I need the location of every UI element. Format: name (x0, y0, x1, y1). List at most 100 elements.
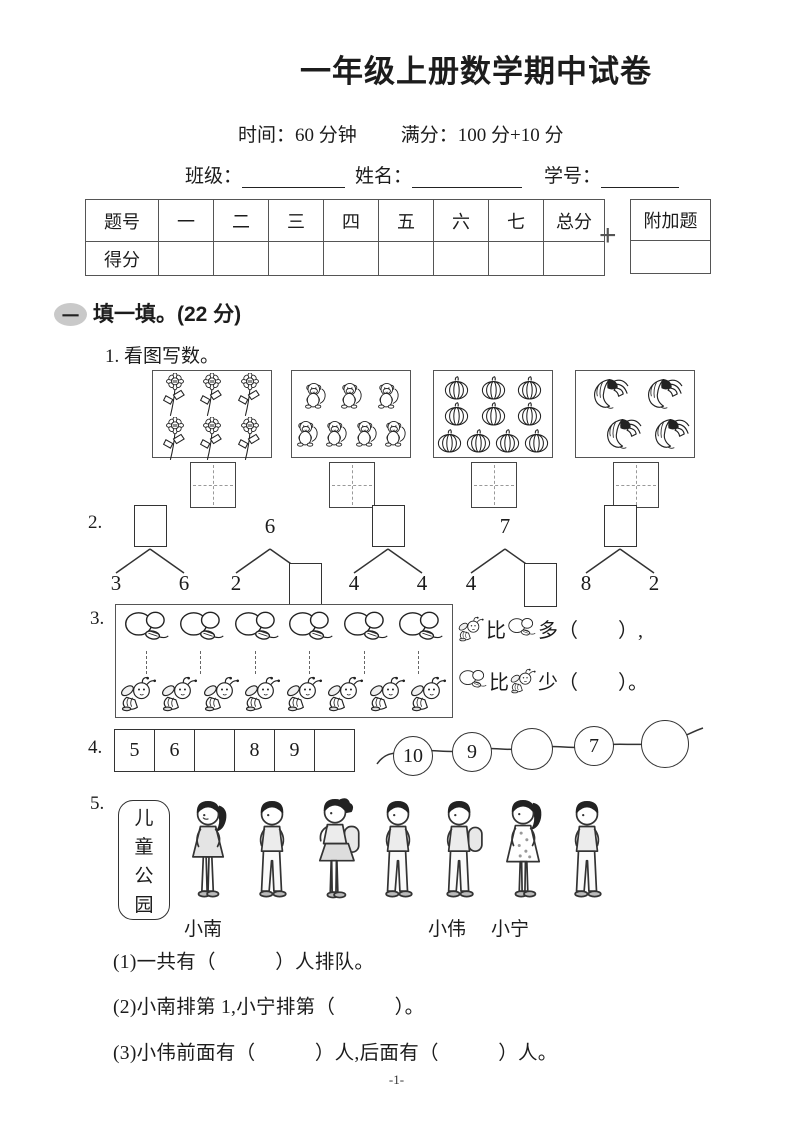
bond-answer-box[interactable] (289, 563, 322, 607)
sequence-circle: 10 (393, 736, 433, 776)
butterfly-icon (507, 617, 537, 640)
sequence-cell-blank[interactable] (194, 729, 235, 772)
monkey-icon (374, 378, 402, 412)
picture-row (434, 429, 552, 453)
sequence-cell-blank[interactable] (314, 729, 355, 772)
score-input-cell[interactable] (158, 241, 214, 276)
bond-number: 3 (110, 571, 122, 595)
bee-icon (369, 676, 407, 712)
sequence-circle-blank[interactable] (511, 728, 553, 770)
bonus-label: 附加题 (630, 199, 711, 241)
bond-answer-box[interactable] (134, 505, 167, 547)
score-input-cell[interactable] (268, 241, 324, 276)
question3-picture-box (115, 604, 453, 718)
score-header-cell: 四 (323, 199, 379, 242)
score-input-cell[interactable] (323, 241, 379, 276)
bond-number: 6 (264, 514, 276, 538)
bee-icon (510, 668, 537, 694)
picture-box-sunflower (152, 370, 272, 458)
bee-icon (203, 676, 241, 712)
shrimp-icon (646, 415, 692, 453)
park-sign-char: 童 (134, 837, 154, 858)
bond-number: 4 (416, 571, 428, 595)
bond-legs (353, 548, 423, 574)
score-input-cell[interactable] (488, 241, 544, 276)
park-sign-char: 园 (134, 895, 154, 916)
monkey-icon (293, 416, 321, 450)
sequence-cell: 5 (114, 729, 155, 772)
bond-number: 7 (499, 514, 511, 538)
score-table: 题号一二三四五六七总分 得分 (85, 199, 605, 276)
score-row-label: 得分 (85, 241, 159, 276)
monkey-icon (337, 378, 365, 412)
answer-grid-box[interactable] (190, 462, 236, 508)
score-info: 满分：100 分+10 分 (400, 125, 564, 146)
picture-row (153, 373, 271, 417)
child-girl-backpack (306, 798, 364, 912)
picture-row (292, 378, 410, 412)
butterfly-icon (397, 610, 445, 647)
sequence-cell: 8 (234, 729, 275, 772)
question4-label: 4. (88, 737, 103, 758)
bee-icon (161, 676, 199, 712)
pumpkin-icon (443, 402, 470, 426)
child-girl-dots (495, 798, 553, 912)
pumpkin-icon (480, 376, 507, 400)
plus-sign: + (599, 219, 617, 252)
sunflower-icon (234, 373, 266, 417)
page-number: -1- (388, 1072, 405, 1087)
pumpkin-icon (480, 402, 507, 426)
bond-answer-box[interactable] (524, 563, 557, 607)
shrimp-icon (585, 375, 631, 413)
pairing-line (255, 651, 256, 674)
child-girl (180, 798, 238, 912)
bee-icon (120, 676, 158, 712)
bond-number: 2 (230, 571, 242, 595)
section-one-title: 填一填。(22 分) (93, 303, 242, 326)
answer-grid-box[interactable] (613, 462, 659, 508)
pairing-line (364, 651, 365, 674)
park-sign: 儿童公园 (118, 800, 170, 920)
bonus-input-cell[interactable] (630, 240, 711, 274)
child-name-label: 小宁 (490, 919, 529, 940)
name-blank[interactable] (412, 165, 523, 188)
sequence-cell: 6 (154, 729, 195, 772)
score-header-cell: 三 (268, 199, 324, 242)
score-input-cell[interactable] (378, 241, 434, 276)
sequence-circle-blank[interactable] (641, 720, 689, 768)
score-input-cell[interactable] (213, 241, 269, 276)
butterfly-row (116, 608, 452, 648)
class-label: 班级： (185, 166, 243, 187)
class-blank[interactable] (242, 165, 346, 188)
butterfly-icon (178, 610, 226, 647)
score-input-cell[interactable] (543, 241, 605, 276)
question5-sub1: (1)一共有（ ）人排队。 (113, 952, 375, 973)
answer-grid-box[interactable] (329, 462, 375, 508)
score-header-cell: 六 (433, 199, 489, 242)
id-blank[interactable] (601, 165, 680, 188)
picture-row (153, 417, 271, 461)
score-input-cell[interactable] (433, 241, 489, 276)
bee-icon (244, 676, 282, 712)
butterfly-icon (123, 610, 171, 647)
bond-answer-box[interactable] (372, 505, 405, 547)
pairing-line (418, 651, 419, 674)
answer-grid-box[interactable] (471, 462, 517, 508)
pairing-line (146, 651, 147, 674)
compare-line: 比多（ ）, (458, 614, 643, 643)
section-one-badge: 一 (54, 303, 87, 326)
bond-number: 4 (348, 571, 360, 595)
score-header-cell: 五 (378, 199, 434, 242)
bee-icon (327, 676, 365, 712)
score-header-cell: 总分 (543, 199, 605, 242)
bond-answer-box[interactable] (604, 505, 637, 547)
question5-sub2: (2)小南排第 1,小宁排第（ ）。 (113, 997, 425, 1018)
bond-number: 6 (178, 571, 190, 595)
pumpkin-icon (443, 376, 470, 400)
page-title: 一年级上册数学期中试卷 (300, 54, 652, 89)
bond-legs (115, 548, 185, 574)
